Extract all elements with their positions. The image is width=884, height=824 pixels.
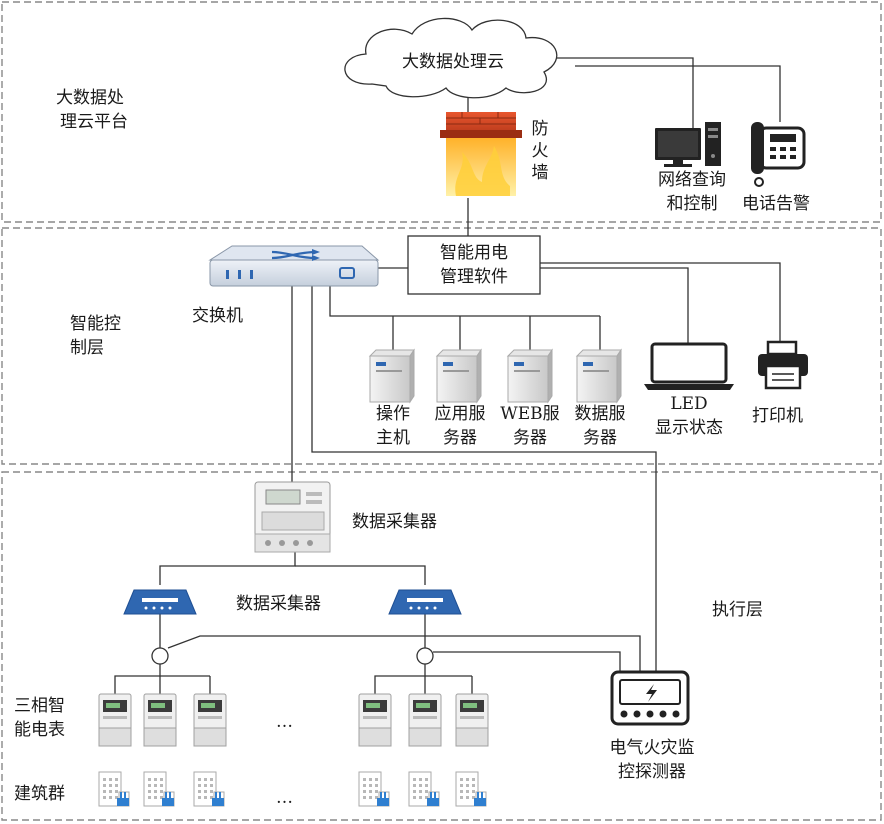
server-icon <box>506 348 553 404</box>
control-layer-frame <box>1 227 882 465</box>
building-icon <box>143 771 175 807</box>
server-label-line: WEB服 <box>500 404 560 424</box>
desktop-computer-icon <box>655 122 721 167</box>
building-icon <box>193 771 225 807</box>
server-icon <box>435 348 482 404</box>
software-label-line: 智能用电 <box>440 243 508 263</box>
printer-icon <box>758 340 808 390</box>
cloud-layer-label: 大数据处 理云平台 <box>56 86 128 134</box>
server-label-line: 数据服 <box>574 404 626 424</box>
server-icons <box>368 348 622 404</box>
building-icon <box>358 771 390 807</box>
telephone-icon <box>751 122 806 187</box>
server-label-line: 务器 <box>443 428 477 448</box>
printer-label: 打印机 <box>752 406 803 426</box>
main-collector-label: 数据采集器 <box>352 512 437 532</box>
building-icon <box>408 771 440 807</box>
software-label-line: 管理软件 <box>440 267 508 287</box>
firewall-label: 防 火 墙 <box>530 118 550 184</box>
switch-label: 交换机 <box>192 306 243 326</box>
smart-meter-icon <box>98 693 132 747</box>
data-concentrator-icon <box>254 481 331 553</box>
smart-meter-icon <box>455 693 489 747</box>
control-layer-label-line: 智能控 <box>70 314 121 334</box>
server-icon <box>368 348 415 404</box>
control-layer-label-line: 制层 <box>70 338 104 358</box>
building-icon <box>98 771 130 807</box>
execution-layer-label: 执行层 <box>712 600 763 620</box>
cloud-layer-label-line: 大数据处 <box>56 88 124 108</box>
server-label: WEB服 务器 <box>494 402 566 450</box>
connection-lines <box>114 57 781 694</box>
phone-label: 电话告警 <box>742 194 810 214</box>
building-icons <box>98 771 487 807</box>
fire-detector-label-line: 电气火灾监 <box>609 738 695 758</box>
execution-layer-frame <box>1 471 882 821</box>
network-terminal-label: 网络查询 和控制 <box>650 168 734 216</box>
meters-label: 三相智 能电表 <box>14 694 65 742</box>
buildings-label: 建筑群 <box>14 784 65 804</box>
smart-meter-icons <box>98 693 489 747</box>
cloud-layer-label-line: 理云平台 <box>60 112 128 132</box>
buildings-ellipsis: … <box>276 788 293 808</box>
smart-meter-icon <box>408 693 442 747</box>
smart-meter-icon <box>193 693 227 747</box>
smart-meter-icon <box>358 693 392 747</box>
fire-detector-label: 电气火灾监 控探测器 <box>596 736 708 784</box>
firewall-label-char: 火 <box>531 141 549 161</box>
fire-detector-label-line: 控探测器 <box>618 762 686 782</box>
led-label-line: LED <box>670 394 708 414</box>
meters-ellipsis: … <box>276 712 293 732</box>
server-label: 操作 主机 <box>358 402 428 450</box>
server-icon <box>575 348 622 404</box>
server-label-line: 主机 <box>376 428 410 448</box>
smart-meter-icon <box>143 693 177 747</box>
cloud-icon <box>344 17 558 99</box>
firewall-label-char: 墙 <box>531 163 549 183</box>
firewall-label-char: 防 <box>531 119 549 139</box>
sub-collector-label: 数据采集器 <box>236 594 321 614</box>
sub-collector-icon <box>388 589 462 615</box>
software-box <box>407 235 541 295</box>
software-label: 智能用电 管理软件 <box>408 241 540 289</box>
led-display-icon <box>644 342 734 390</box>
server-label-line: 务器 <box>583 428 617 448</box>
network-terminal-label-line: 和控制 <box>666 194 718 214</box>
control-layer-label: 智能控 制层 <box>70 312 121 360</box>
firewall-icon <box>440 112 522 196</box>
server-label-line: 应用服 <box>434 404 486 424</box>
led-label-line: 显示状态 <box>655 418 723 438</box>
fire-detector-icon <box>610 670 690 726</box>
server-label-line: 操作 <box>376 404 410 424</box>
network-terminal-label-line: 网络查询 <box>658 170 726 190</box>
junction-node <box>416 647 434 665</box>
sub-collector-icon <box>123 589 197 615</box>
meters-label-line: 能电表 <box>14 720 65 740</box>
network-switch-icon <box>208 245 380 287</box>
server-label-line: 务器 <box>513 428 547 448</box>
server-label: 应用服 务器 <box>424 402 496 450</box>
server-label: 数据服 务器 <box>564 402 636 450</box>
building-icon <box>455 771 487 807</box>
junction-nodes <box>151 647 434 665</box>
junction-node <box>151 647 169 665</box>
meters-label-line: 三相智 <box>14 696 65 716</box>
led-label: LED 显示状态 <box>648 392 730 440</box>
cloud-label: 大数据处理云 <box>402 52 504 72</box>
